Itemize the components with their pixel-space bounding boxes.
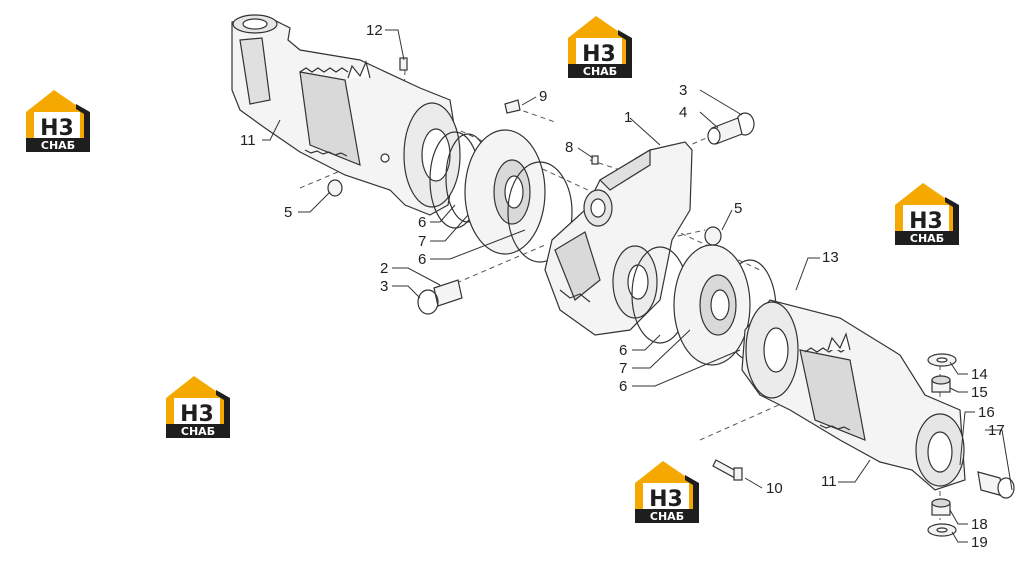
watermark-logo-right: Н3 СНАБ [895, 183, 959, 245]
callout-19: 19 [971, 534, 988, 551]
leader-lines [262, 29, 1013, 543]
callout-5-left: 5 [284, 204, 292, 221]
watermark-logo-top-center: Н3 СНАБ [568, 16, 632, 78]
logo-text-top: Н3 [582, 42, 616, 67]
callout-18: 18 [971, 516, 988, 533]
small-parts [327, 57, 1015, 537]
seal-ring-6-mid [507, 161, 573, 263]
callout-10: 10 [766, 480, 783, 497]
center-carrier [544, 141, 693, 336]
callout-6-lower-right: 6 [619, 378, 627, 395]
callout-11-right: 11 [821, 473, 837, 490]
callout-6-upper-right: 6 [619, 342, 627, 359]
left-flange-plate [464, 129, 546, 255]
logo-text-top: Н3 [40, 116, 74, 141]
callout-4: 4 [679, 104, 687, 121]
logo-text-bottom: СНАБ [650, 510, 684, 523]
callout-17: 17 [988, 422, 1005, 439]
logo-text-bottom: СНАБ [910, 232, 944, 245]
callout-7-left: 7 [418, 233, 426, 250]
logo-text-top: Н3 [180, 402, 214, 427]
right-axle-housing [741, 299, 966, 491]
callout-16: 16 [978, 404, 995, 421]
callout-7-right: 7 [619, 360, 627, 377]
callout-2: 2 [380, 260, 388, 277]
callout-3-bottom: 3 [380, 278, 388, 295]
callout-8: 8 [565, 139, 573, 156]
callout-14: 14 [971, 366, 988, 383]
callout-1: 1 [624, 109, 632, 126]
callout-6-lower-left: 6 [418, 251, 426, 268]
callout-5-right: 5 [734, 200, 742, 217]
callout-9: 9 [539, 88, 547, 105]
watermark-logo-bottom-left: Н3 СНАБ [166, 376, 230, 438]
callout-11-left: 11 [240, 132, 256, 149]
callout-15: 15 [971, 384, 988, 401]
right-flange-plate [673, 244, 751, 366]
logo-text-bottom: СНАБ [181, 425, 215, 438]
callout-13: 13 [822, 249, 839, 266]
callout-6-upper-left: 6 [418, 214, 426, 231]
logo-text-top: Н3 [649, 487, 683, 512]
callout-12: 12 [366, 22, 383, 39]
logo-text-bottom: СНАБ [41, 139, 75, 152]
watermark-logo-bottom-center: Н3 СНАБ [635, 461, 699, 523]
watermark-logo-left: Н3 СНАБ [26, 90, 90, 152]
logo-text-bottom: СНАБ [583, 65, 617, 78]
callout-3-top: 3 [679, 82, 687, 99]
left-axle-housing [231, 14, 461, 216]
logo-text-top: Н3 [909, 209, 943, 234]
callout-labels: 12 9 1 3 4 8 11 5 6 7 6 5 2 3 13 6 7 6 1… [240, 22, 1005, 551]
